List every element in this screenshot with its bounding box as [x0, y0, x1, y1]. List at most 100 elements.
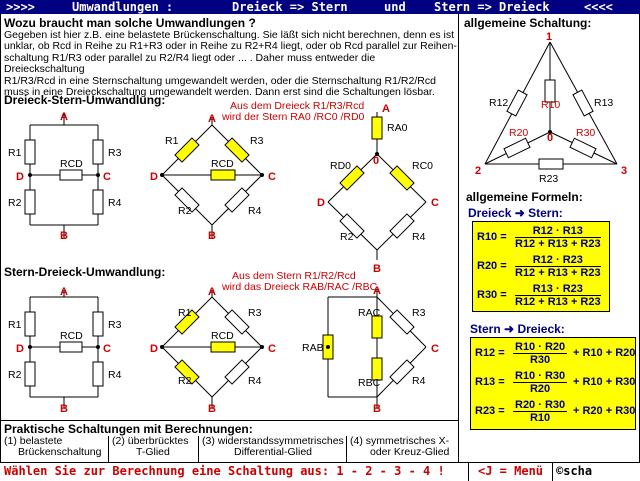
label-r30: R30	[576, 127, 595, 139]
label-rc0: RC0	[412, 160, 433, 172]
node-label-b: B	[373, 263, 381, 275]
arrow-right-icon: ➜	[514, 206, 525, 220]
formula-numerator: R13 · R23	[515, 283, 601, 296]
practical-item-4[interactable]: (4) symmetrisches X- oder Kreuz-Glied	[350, 435, 456, 462]
label-r13: R13	[594, 97, 613, 109]
label-rbc: RBC	[358, 377, 381, 389]
label-ra0: RA0	[387, 122, 408, 134]
label-r2: R2	[340, 231, 354, 243]
label-r3: R3	[412, 307, 426, 319]
resistor-r3	[224, 309, 250, 335]
label-rcd: RCD	[60, 158, 83, 170]
resistor-r3	[92, 311, 104, 337]
node-label-d: D	[150, 343, 158, 355]
label-r1: R1	[178, 307, 192, 319]
practical-item-label: oder Kreuz-Glied	[370, 446, 450, 459]
label-r3: R3	[108, 147, 122, 159]
resistor-r10	[544, 79, 556, 103]
resistor-r30	[569, 137, 597, 159]
node-label-a: A	[373, 285, 381, 297]
practical-item-label: (3) widerstandssymmetrisches	[202, 435, 344, 447]
general-formulas-title: allgemeine Formeln:	[466, 190, 583, 204]
formula-denominator: R12 + R13 + R23	[515, 296, 601, 308]
node-label-c: C	[431, 197, 439, 209]
formula-denominator: R20	[529, 383, 551, 395]
resistor-r4	[224, 359, 250, 385]
title-und: und	[384, 0, 406, 14]
resistor-r4	[389, 359, 415, 385]
label-r4: R4	[108, 369, 122, 381]
formula-lhs: R20 =	[477, 260, 507, 272]
practical-item-label: (1) belastete	[4, 435, 63, 447]
label-r3: R3	[250, 135, 264, 147]
node-label-a: A	[208, 113, 216, 125]
practical-item-1[interactable]: (1) belastete Brückenschaltung	[4, 435, 109, 462]
label-r4: R4	[248, 375, 262, 387]
formula-denominator: R12 + R13 + R23	[515, 238, 601, 250]
practical-items: (1) belastete Brückenschaltung (2) überb…	[0, 435, 459, 462]
label-rab: RAB	[302, 342, 324, 354]
node-label-b: B	[60, 403, 68, 415]
node-label-0: 0	[373, 155, 379, 167]
node-label-b: B	[208, 403, 216, 415]
resistor-r1	[24, 139, 36, 165]
node-label-c: C	[103, 171, 111, 183]
label-r3: R3	[108, 319, 122, 331]
label-r10: R10	[541, 99, 560, 111]
title-part2: Stern => Dreieck	[434, 0, 550, 14]
formula-tail: + R10 + R20	[573, 347, 636, 359]
practical-item-2[interactable]: (2) überbrücktes T-Glied	[112, 435, 199, 462]
section2-note-line1: Aus dem Stern R1/R2/Rcd	[232, 270, 356, 282]
resistor-rc0	[389, 165, 415, 191]
label-r4: R4	[108, 197, 122, 209]
resistor-r3	[92, 139, 104, 165]
intro-line: muss in eine Dreieckschaltung umgewandel…	[4, 86, 435, 99]
formula-lhs: R12 =	[475, 347, 505, 359]
menu-button[interactable]: <J = Menü	[478, 464, 544, 478]
resistor-r1-yellow	[174, 137, 200, 163]
section-stern-dreieck-title: Stern-Dreieck-Umwandlung:	[4, 265, 166, 279]
copyright: ©scha	[556, 464, 593, 478]
title-part1: Dreieck => Stern	[232, 0, 348, 14]
divider-vertical	[458, 14, 459, 462]
practical-item-label: Brückenschaltung	[18, 446, 102, 459]
practical-item-3[interactable]: (3) widerstandssymmetrisches Differentia…	[202, 435, 347, 462]
formula-tail: + R10 + R30	[573, 376, 636, 388]
resistor-r4	[92, 189, 104, 215]
practical-title: Praktische Schaltungen mit Berechnungen:	[4, 422, 253, 436]
resistor-r2	[174, 187, 200, 213]
node-label-0: 0	[547, 132, 553, 144]
circuit-diagrams: A B D C A B D C A 0 B D C A B D C A B D …	[8, 103, 439, 415]
node-label-c: C	[268, 343, 276, 355]
label-r1: R1	[8, 319, 22, 331]
resistor-rcd-yellow	[210, 341, 236, 353]
formula-denominator: R12 + R13 + R23	[515, 267, 601, 279]
resistor-r4	[92, 361, 104, 387]
resistor-r2	[339, 213, 365, 239]
resistor-r20	[503, 137, 531, 159]
label-r4: R4	[248, 205, 262, 217]
practical-item-label: (2) überbrücktes	[112, 435, 189, 447]
resistor-rd0	[339, 165, 365, 191]
practical-item-label: (4) symmetrisches X-	[350, 435, 450, 447]
formula-numerator: R12 · R13	[515, 225, 601, 238]
resistor-rcd	[59, 341, 83, 353]
resistor-rbc	[371, 357, 383, 381]
node-label-1: 1	[546, 31, 552, 43]
node-label-a: A	[60, 286, 68, 298]
formula-lhs: R23 =	[475, 405, 505, 417]
section1-note-line2: wird der Stern RA0 /RC0 /RD0	[222, 111, 365, 123]
node-label-a: A	[60, 111, 68, 123]
label-r23: R23	[539, 173, 558, 185]
section1-note-line1: Aus dem Dreieck R1/R3/Rcd	[230, 100, 365, 112]
formula-tail: + R20 + R30	[573, 405, 636, 417]
